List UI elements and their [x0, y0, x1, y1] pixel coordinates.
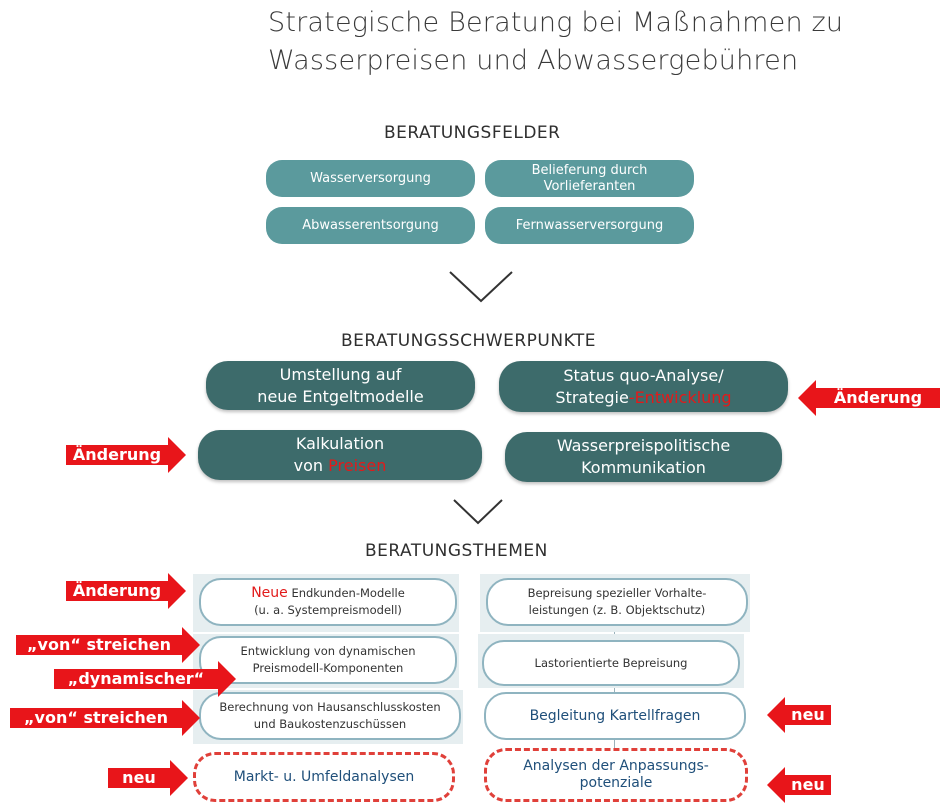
theme-dynamisch-line-2: Preismodell-Komponenten	[252, 661, 404, 675]
chevron-down-icon	[449, 271, 513, 303]
annotation-label: „von“ streichen	[10, 708, 182, 728]
focus-kalk-red: Preisen	[328, 456, 387, 475]
arrow-right-icon	[168, 573, 186, 609]
theme-anpassung-line-1: Analysen der Anpassungs-	[523, 758, 709, 774]
annotation-von-streichen-2: „von“ streichen	[10, 700, 200, 736]
theme-vorhalteleistungen: Bepreisung spezieller Vorhalte- leistung…	[486, 578, 748, 626]
arrow-left-icon	[767, 697, 785, 733]
theme-vorhalte-line-1: Bepreisung spezieller Vorhalte-	[527, 586, 707, 600]
focus-kalkulation: Kalkulation von Preisen	[198, 430, 482, 480]
arrow-left-icon	[767, 767, 785, 803]
focus-umstellung-line-1: Umstellung auf	[279, 364, 402, 384]
theme-dynamisch-line-1: Entwicklung von dynamischen	[240, 644, 416, 658]
title-line-2: Wasserpreisen und Abwassergebühren	[268, 45, 799, 76]
theme-endkunden-line-2: (u. a. Systempreismodell)	[254, 603, 402, 617]
annotation-label: neu	[108, 768, 170, 788]
theme-lastorientiert: Lastorientierte Bepreisung	[482, 640, 740, 686]
title-line-1: Strategische Beratung bei Maßnahmen zu	[268, 7, 844, 38]
field-fernwasserversorgung: Fernwasserversorgung	[485, 207, 694, 244]
focus-umstellung: Umstellung auf neue Entgeltmodelle	[206, 361, 475, 410]
theme-dynamische-komponenten: Entwicklung von dynamischen Preismodell-…	[199, 636, 457, 684]
annotation-neu-markt: neu	[108, 760, 188, 796]
focus-status-quo: Status quo-Analyse/ Strategie-Entwicklun…	[499, 361, 788, 412]
felder-heading: BERATUNGSFELDER	[384, 123, 561, 143]
annotation-label: neu	[785, 705, 831, 725]
page-title: Strategische Beratung bei Maßnahmen zu W…	[268, 4, 843, 80]
annotation-neu-anpassung: neu	[767, 767, 831, 803]
field-belieferung: Belieferung durch Vorlieferanten	[485, 160, 694, 197]
theme-haus-line-2: und Baukostenzuschüssen	[253, 717, 407, 731]
theme-vorhalte-line-2: leistungen (z. B. Objektschutz)	[528, 603, 706, 617]
annotation-label: Änderung	[816, 388, 940, 408]
field-abwasserentsorgung: Abwasserentsorgung	[266, 207, 475, 244]
arrow-left-icon	[798, 380, 816, 416]
focus-status-line-2: Strategie	[555, 387, 629, 407]
annotation-label: „dynamischer“	[54, 669, 218, 689]
arrow-right-icon	[182, 700, 200, 736]
focus-umstellung-line-2: neue Entgeltmodelle	[257, 386, 424, 406]
arrow-right-icon	[170, 760, 188, 796]
schwerpunkte-heading: BERATUNGSSCHWERPUNKTE	[341, 331, 597, 351]
annotation-label: neu	[785, 775, 831, 795]
theme-endkunden-modelle: Neue Endkunden-Modelle (u. a. Systemprei…	[199, 578, 457, 626]
arrow-right-icon	[168, 437, 186, 473]
focus-wasserpreispolitik: Wasserpreispolitische Kommunikation	[505, 432, 782, 482]
annotation-label: Änderung	[66, 581, 168, 601]
focus-wasser-line-1: Wasserpreispolitische	[556, 436, 731, 455]
annotation-aenderung-kalkulation: Änderung	[66, 437, 186, 473]
theme-endkunden-line-1: Endkunden-Modelle	[291, 586, 405, 600]
annotation-label: „von“ streichen	[16, 635, 182, 655]
chevron-down-icon	[453, 499, 503, 525]
theme-hausanschlusskosten: Berechnung von Hausanschlusskosten und B…	[199, 692, 461, 740]
field-wasserversorgung: Wasserversorgung	[266, 160, 475, 197]
arrow-right-icon	[218, 661, 236, 697]
annotation-label: Änderung	[66, 445, 168, 465]
focus-wasser-line-2: Kommunikation	[581, 458, 706, 477]
theme-markt-umfeldanalysen: Markt- u. Umfeldanalysen	[193, 752, 455, 802]
focus-status-line-1: Status quo-Analyse/	[563, 365, 724, 385]
theme-neue-red: Neue	[251, 585, 288, 601]
annotation-von-streichen-1: „von“ streichen	[16, 627, 200, 663]
annotation-aenderung-endkunden: Änderung	[66, 573, 186, 609]
annotation-dynamischer: „dynamischer“	[54, 661, 236, 697]
annotation-neu-kartell: neu	[767, 697, 831, 733]
theme-anpassung-line-2: potenziale	[579, 775, 653, 791]
focus-status-red: -Entwicklung	[628, 387, 732, 407]
annotation-aenderung-status: Änderung	[798, 380, 940, 416]
focus-kalk-line-2: von	[293, 456, 329, 475]
themen-heading: BERATUNGSTHEMEN	[365, 541, 548, 561]
theme-anpassungspotenziale: Analysen der Anpassungs- potenziale	[484, 748, 748, 802]
arrow-right-icon	[182, 627, 200, 663]
theme-kartellfragen: Begleitung Kartellfragen	[484, 692, 746, 740]
focus-kalk-line-1: Kalkulation	[295, 434, 385, 453]
theme-haus-line-1: Berechnung von Hausanschlusskosten	[219, 700, 441, 714]
